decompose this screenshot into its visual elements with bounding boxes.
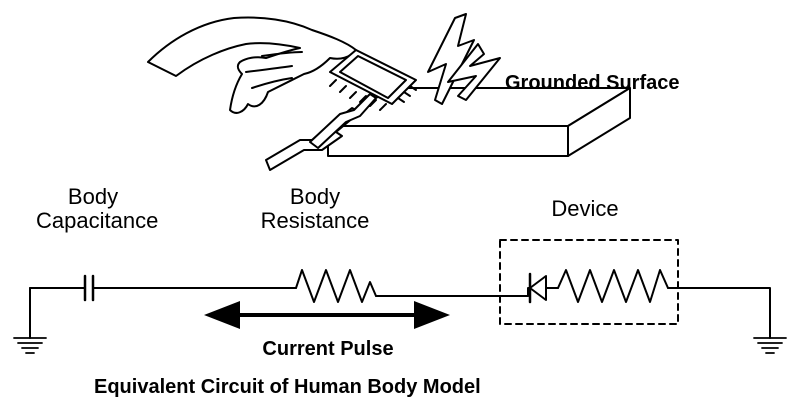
double-arrow-icon xyxy=(204,301,450,329)
ground-icon xyxy=(753,337,787,354)
current-pulse-label: Current Pulse xyxy=(262,338,394,360)
diagram-caption: Equivalent Circuit of Human Body Model xyxy=(94,376,481,398)
device-dashed-box xyxy=(499,239,679,325)
device-label: Device xyxy=(551,196,619,221)
body-resistance-label-line1: Body xyxy=(289,184,341,209)
hand-icon xyxy=(147,16,357,114)
hand-finger-lines xyxy=(245,51,303,89)
chip-icon xyxy=(329,49,417,111)
capacitor-icon xyxy=(83,274,95,302)
circuit-wire xyxy=(29,287,771,339)
ground-icon xyxy=(13,337,47,354)
grounded-surface-block xyxy=(327,87,631,157)
body-resistance-label-line2: Resistance xyxy=(260,208,370,233)
resistor-icon xyxy=(557,269,669,303)
lightning-icon xyxy=(265,13,501,171)
body-capacitance-label-line1: Body xyxy=(67,184,119,209)
resistor-icon xyxy=(295,269,377,303)
diode-icon xyxy=(527,272,547,304)
body-capacitance-label-line2: Capacitance xyxy=(36,208,159,233)
grounded-surface-label: Grounded Surface xyxy=(505,72,680,94)
